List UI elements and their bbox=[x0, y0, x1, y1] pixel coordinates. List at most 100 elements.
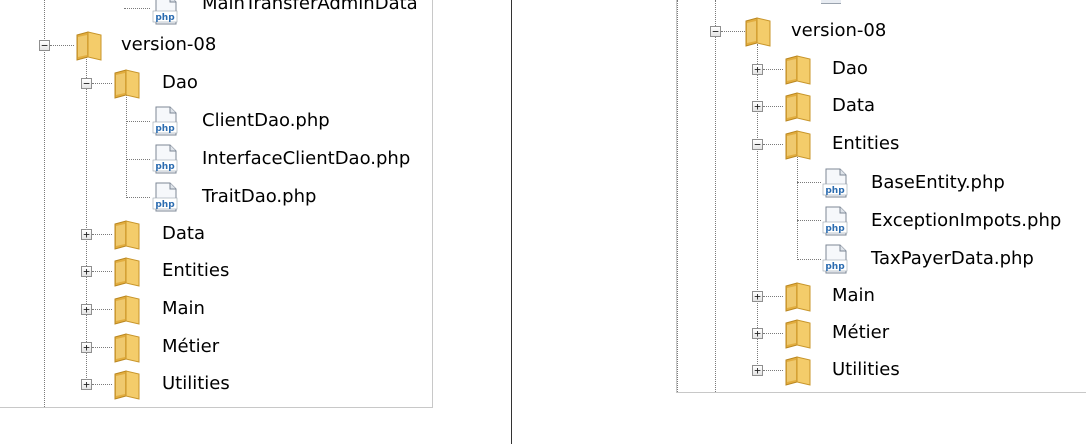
left-tree-panel: php MainTransferAdminData − version-08 −… bbox=[0, 0, 433, 408]
collapse-icon[interactable]: − bbox=[81, 78, 92, 89]
folder-icon bbox=[745, 17, 771, 47]
tree-item-file-clientdao[interactable]: php ClientDao.php bbox=[0, 103, 432, 139]
folder-name: Entities bbox=[162, 260, 230, 281]
tree-line bbox=[126, 159, 150, 160]
svg-text:php: php bbox=[155, 200, 175, 210]
php-file-icon: php bbox=[152, 144, 178, 174]
collapse-icon[interactable]: − bbox=[39, 40, 50, 51]
tree-item-file-exceptionimpots[interactable]: php ExceptionImpots.php bbox=[677, 203, 1086, 239]
file-name: TaxPayerData.php bbox=[871, 248, 1034, 269]
file-name: ExceptionImpots.php bbox=[871, 210, 1062, 231]
svg-text:php: php bbox=[155, 13, 175, 23]
tree-line bbox=[50, 45, 74, 46]
folder-name: Entities bbox=[832, 133, 900, 154]
tree-item-folder-data[interactable]: + Data bbox=[0, 216, 432, 252]
collapse-icon[interactable]: − bbox=[752, 139, 763, 150]
tree-line bbox=[763, 296, 783, 297]
expand-icon[interactable]: + bbox=[752, 365, 763, 376]
tree-line bbox=[92, 83, 112, 84]
folder-icon bbox=[785, 130, 811, 160]
tree-item-folder-dao[interactable]: − Dao bbox=[0, 65, 432, 101]
svg-text:php: php bbox=[155, 162, 175, 172]
tree-item-folder-entities[interactable]: + Entities bbox=[0, 253, 432, 289]
tree-item-root-version-08[interactable]: − version-08 bbox=[677, 13, 1086, 49]
folder-icon bbox=[114, 220, 140, 250]
tree-line bbox=[92, 309, 112, 310]
tree-line bbox=[763, 106, 783, 107]
php-file-icon: php bbox=[822, 168, 848, 198]
tree-item-file-baseentity[interactable]: php BaseEntity.php bbox=[677, 165, 1086, 201]
tree-item-folder-main[interactable]: + Main bbox=[0, 291, 432, 327]
tree-line bbox=[763, 370, 783, 371]
folder-name: Utilities bbox=[162, 373, 230, 394]
tree-line bbox=[763, 333, 783, 334]
tree-item-folder-data[interactable]: + Data bbox=[677, 88, 1086, 124]
tree-line bbox=[721, 31, 745, 32]
tree-item-folder-utilities[interactable]: + Utilities bbox=[0, 366, 432, 402]
folder-name: Métier bbox=[832, 322, 890, 343]
tree-line bbox=[44, 0, 45, 407]
tree-line bbox=[126, 121, 150, 122]
expand-icon[interactable]: + bbox=[81, 379, 92, 390]
file-name: InterfaceClientDao.php bbox=[202, 148, 411, 169]
svg-text:php: php bbox=[825, 186, 845, 196]
folder-name: Dao bbox=[162, 72, 198, 93]
file-name: ClientDao.php bbox=[202, 110, 330, 131]
expand-icon[interactable]: + bbox=[81, 229, 92, 240]
folder-name: Main bbox=[832, 285, 875, 306]
tree-item-file-traitdao[interactable]: php TraitDao.php bbox=[0, 179, 432, 215]
tree-line bbox=[763, 69, 783, 70]
right-tree-panel: − version-08 + Dao + Data − bbox=[676, 0, 1086, 393]
folder-icon bbox=[76, 31, 102, 61]
tree-line bbox=[86, 56, 87, 386]
tree-line bbox=[797, 259, 821, 260]
collapse-icon[interactable]: − bbox=[710, 26, 721, 37]
file-name: BaseEntity.php bbox=[871, 172, 1005, 193]
expand-icon[interactable]: + bbox=[81, 266, 92, 277]
folder-name: Main bbox=[162, 298, 205, 319]
folder-icon bbox=[114, 333, 140, 363]
svg-text:php: php bbox=[825, 262, 845, 272]
tree-item-file-truncated[interactable]: php MainTransferAdminData bbox=[0, 0, 432, 25]
tree-line bbox=[124, 8, 150, 9]
expand-icon[interactable]: + bbox=[81, 304, 92, 315]
tree-item-file-interfaceclientdao[interactable]: php InterfaceClientDao.php bbox=[0, 141, 432, 177]
tree-item-folder-entities[interactable]: − Entities bbox=[677, 126, 1086, 162]
tree-line bbox=[126, 197, 150, 198]
expand-icon[interactable]: + bbox=[81, 342, 92, 353]
php-file-icon: php bbox=[822, 206, 848, 236]
tree-line bbox=[92, 271, 112, 272]
tree-item-root-version-08[interactable]: − version-08 bbox=[0, 27, 432, 63]
svg-text:php: php bbox=[825, 224, 845, 234]
folder-icon bbox=[114, 257, 140, 287]
folder-icon bbox=[785, 356, 811, 386]
tree-item-folder-utilities[interactable]: + Utilities bbox=[677, 352, 1086, 388]
tree-line bbox=[677, 0, 678, 392]
folder-icon bbox=[114, 370, 140, 400]
folder-name: version-08 bbox=[121, 34, 217, 55]
tree-line bbox=[797, 154, 798, 260]
php-file-icon: php bbox=[152, 182, 178, 212]
folder-name: Data bbox=[162, 223, 205, 244]
folder-icon bbox=[114, 69, 140, 99]
expand-icon[interactable]: + bbox=[752, 101, 763, 112]
folder-name: Utilities bbox=[832, 359, 900, 380]
tree-line bbox=[797, 220, 821, 221]
expand-icon[interactable]: + bbox=[752, 291, 763, 302]
expand-icon[interactable]: + bbox=[752, 64, 763, 75]
tree-line bbox=[92, 384, 112, 385]
tree-item-folder-metier[interactable]: + Métier bbox=[0, 329, 432, 365]
folder-icon bbox=[785, 319, 811, 349]
tree-line bbox=[126, 94, 127, 198]
tree-line bbox=[92, 347, 112, 348]
tree-item-folder-main[interactable]: + Main bbox=[677, 278, 1086, 314]
folder-icon bbox=[785, 55, 811, 85]
tree-line bbox=[757, 44, 758, 372]
tree-item-folder-dao[interactable]: + Dao bbox=[677, 51, 1086, 87]
tree-item-folder-metier[interactable]: + Métier bbox=[677, 315, 1086, 351]
folder-icon bbox=[114, 295, 140, 325]
expand-icon[interactable]: + bbox=[752, 328, 763, 339]
tree-line bbox=[797, 182, 821, 183]
folder-name: Métier bbox=[162, 336, 220, 357]
tree-item-file-taxpayerdata[interactable]: php TaxPayerData.php bbox=[677, 241, 1086, 277]
